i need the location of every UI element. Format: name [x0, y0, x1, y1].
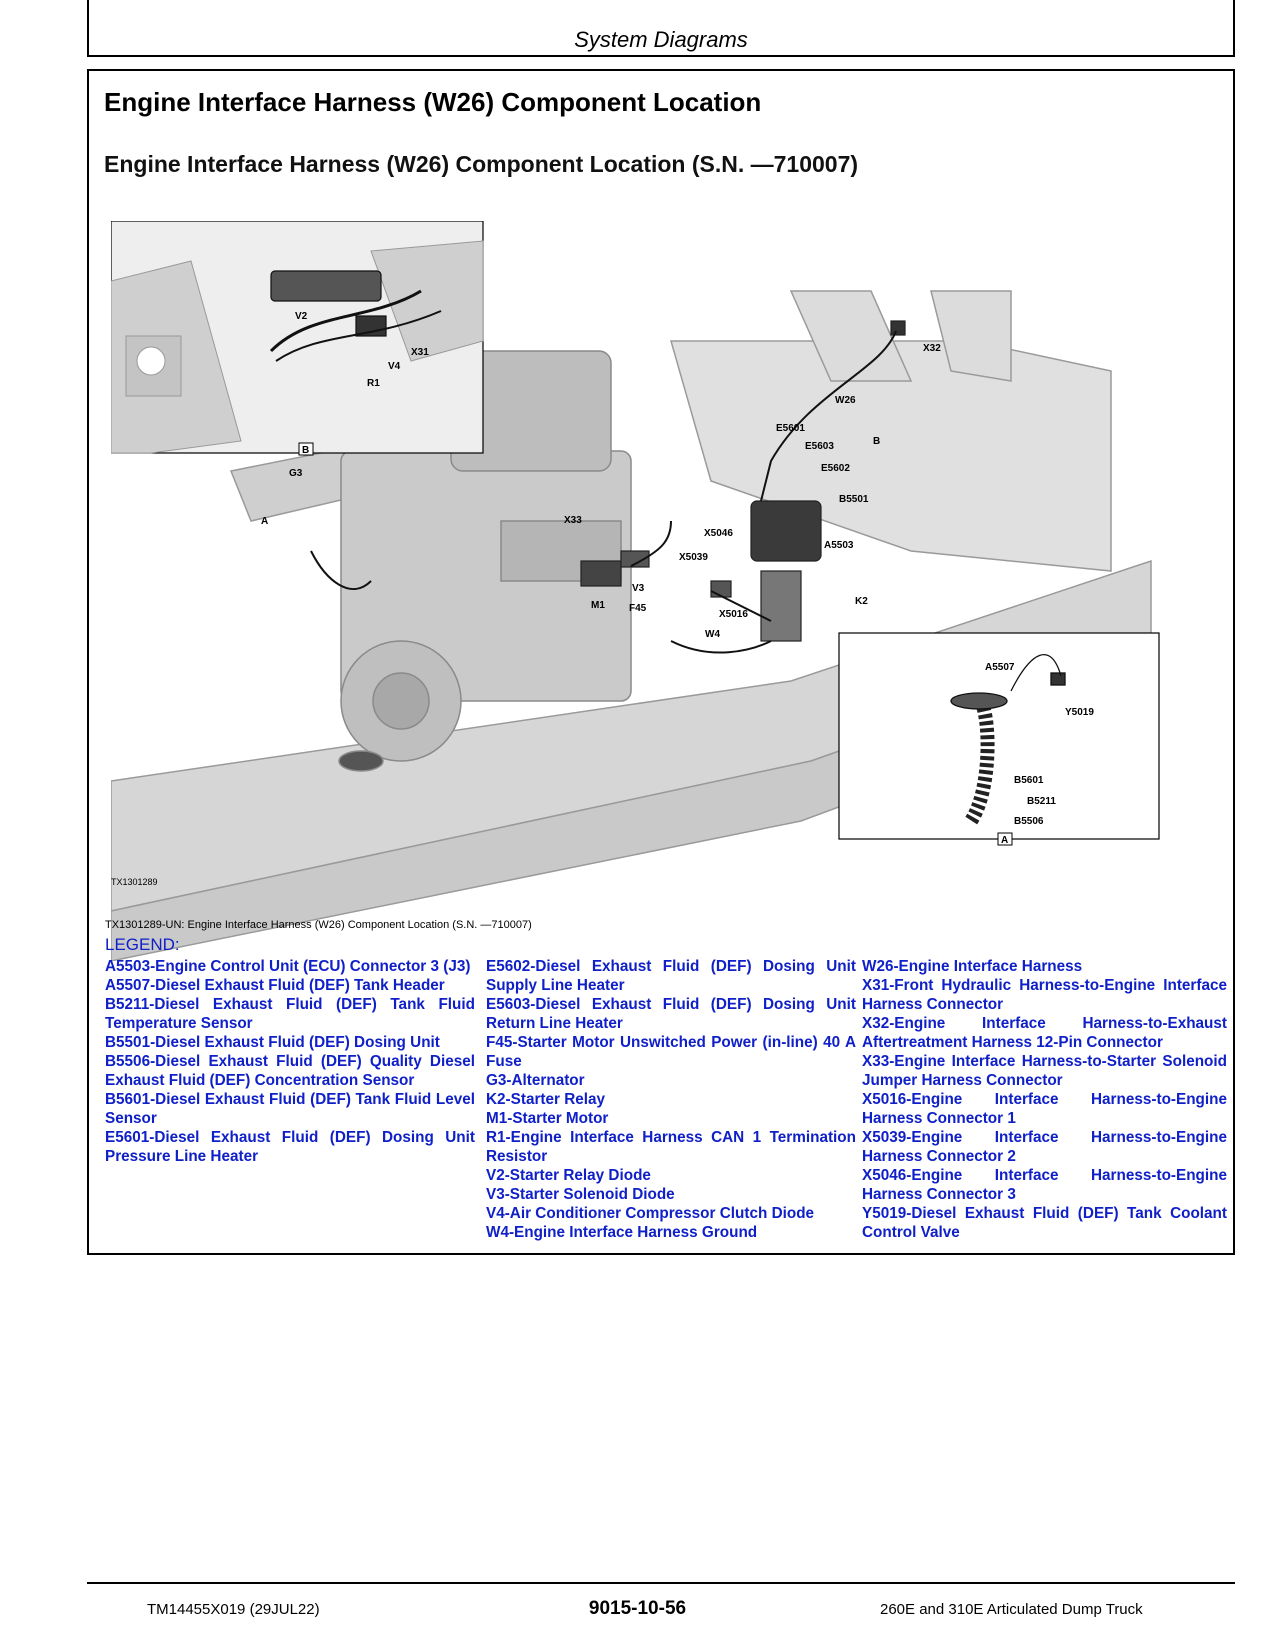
- label-e5601: E5601: [776, 423, 805, 434]
- legend-item: E5602-Diesel Exhaust Fluid (DEF) Dosing …: [486, 958, 856, 994]
- label-a-main: A: [261, 516, 268, 527]
- footer-doc-id: TM14455X019 (29JUL22): [147, 1601, 320, 1618]
- label-k2: K2: [855, 596, 868, 607]
- label-b-main: B: [873, 436, 880, 447]
- label-x5016: X5016: [719, 609, 748, 620]
- label-x32: X32: [923, 343, 941, 354]
- legend-item: V4-Air Conditioner Compressor Clutch Dio…: [486, 1205, 815, 1222]
- label-v2: V2: [295, 311, 308, 322]
- engine-illustration: V2 X31 V4 R1 B G3 A B X32 W26 E5601 E560…: [111, 221, 1160, 961]
- label-b5506: B5506: [1014, 816, 1044, 827]
- legend-item: V2-Starter Relay Diode: [486, 1167, 651, 1184]
- legend-item: X32-Engine Interface Harness-to-Exhaust …: [862, 1015, 1227, 1051]
- footer-page-number: 9015-10-56: [588, 1598, 687, 1619]
- legend-item: X5046-Engine Interface Harness-to-Engine…: [862, 1167, 1227, 1203]
- legend-item: W4-Engine Interface Harness Ground: [486, 1224, 758, 1241]
- label-w26: W26: [835, 395, 856, 406]
- label-b5211: B5211: [1027, 796, 1056, 807]
- legend-column-1: A5503-Engine Control Unit (ECU) Connecto…: [105, 957, 475, 1166]
- footer-divider: [87, 1582, 1235, 1584]
- label-g3: G3: [289, 468, 303, 479]
- legend-item: W26-Engine Interface Harness: [862, 958, 1083, 975]
- label-b5601: B5601: [1014, 775, 1044, 786]
- label-b-inset: B: [302, 445, 309, 456]
- label-a-inset: A: [1001, 835, 1008, 846]
- legend-item: B5601-Diesel Exhaust Fluid (DEF) Tank Fl…: [105, 1091, 475, 1127]
- footer-product: 260E and 310E Articulated Dump Truck: [880, 1601, 1143, 1618]
- label-b5501: B5501: [839, 494, 869, 505]
- label-x33: X33: [564, 515, 582, 526]
- label-x31: X31: [411, 347, 429, 358]
- figure-caption: TX1301289-UN: Engine Interface Harness (…: [105, 919, 532, 931]
- label-m1: M1: [591, 600, 605, 611]
- legend-item: K2-Starter Relay: [486, 1091, 606, 1108]
- legend-item: B5211-Diesel Exhaust Fluid (DEF) Tank Fl…: [105, 996, 475, 1032]
- legend-item: X5039-Engine Interface Harness-to-Engine…: [862, 1129, 1227, 1165]
- label-e5603: E5603: [805, 441, 834, 452]
- legend-item: B5506-Diesel Exhaust Fluid (DEF) Quality…: [105, 1053, 475, 1089]
- section-name: System Diagrams: [574, 27, 748, 52]
- figure-id: TX1301289: [111, 877, 158, 887]
- label-y5019: Y5019: [1065, 707, 1094, 718]
- legend-item: E5601-Diesel Exhaust Fluid (DEF) Dosing …: [105, 1129, 475, 1165]
- legend-column-3: W26-Engine Interface Harness X31-Front H…: [862, 957, 1227, 1242]
- legend-item: M1-Starter Motor: [486, 1110, 609, 1127]
- page-subtitle: Engine Interface Harness (W26) Component…: [104, 151, 859, 177]
- component-location-figure: V2 X31 V4 R1 B G3 A B X32 W26 E5601 E560…: [111, 221, 1219, 961]
- legend-item: V3-Starter Solenoid Diode: [486, 1186, 675, 1203]
- legend-item: X5016-Engine Interface Harness-to-Engine…: [862, 1091, 1227, 1127]
- label-f45: F45: [629, 603, 647, 614]
- legend-item: X33-Engine Interface Harness-to-Starter …: [862, 1053, 1227, 1089]
- legend-item: Y5019-Diesel Exhaust Fluid (DEF) Tank Co…: [862, 1205, 1227, 1241]
- label-a5503: A5503: [824, 540, 854, 551]
- legend-item: R1-Engine Interface Harness CAN 1 Termin…: [486, 1129, 856, 1165]
- legend-column-2: E5602-Diesel Exhaust Fluid (DEF) Dosing …: [486, 957, 856, 1242]
- label-x5039: X5039: [679, 552, 708, 563]
- inset-box-a: [838, 632, 1160, 840]
- content-box: Engine Interface Harness (W26) Component…: [87, 69, 1235, 1255]
- label-w4: W4: [705, 629, 720, 640]
- label-a5507: A5507: [985, 662, 1015, 673]
- header-frame: System Diagrams: [87, 0, 1235, 57]
- legend-item: A5507-Diesel Exhaust Fluid (DEF) Tank He…: [105, 977, 445, 994]
- legend-item: X31-Front Hydraulic Harness-to-Engine In…: [862, 977, 1227, 1013]
- page-title: Engine Interface Harness (W26) Component…: [104, 87, 762, 117]
- legend-title: LEGEND:: [105, 935, 180, 954]
- legend-item: F45-Starter Motor Unswitched Power (in-l…: [486, 1034, 856, 1070]
- label-x5046: X5046: [704, 528, 733, 539]
- label-v3: V3: [632, 583, 645, 594]
- label-e5602: E5602: [821, 463, 850, 474]
- legend-item: B5501-Diesel Exhaust Fluid (DEF) Dosing …: [105, 1034, 440, 1051]
- legend-item: A5503-Engine Control Unit (ECU) Connecto…: [105, 958, 471, 975]
- label-r1: R1: [367, 378, 380, 389]
- legend-item: G3-Alternator: [486, 1072, 585, 1089]
- label-v4: V4: [388, 361, 401, 372]
- legend-item: E5603-Diesel Exhaust Fluid (DEF) Dosing …: [486, 996, 856, 1032]
